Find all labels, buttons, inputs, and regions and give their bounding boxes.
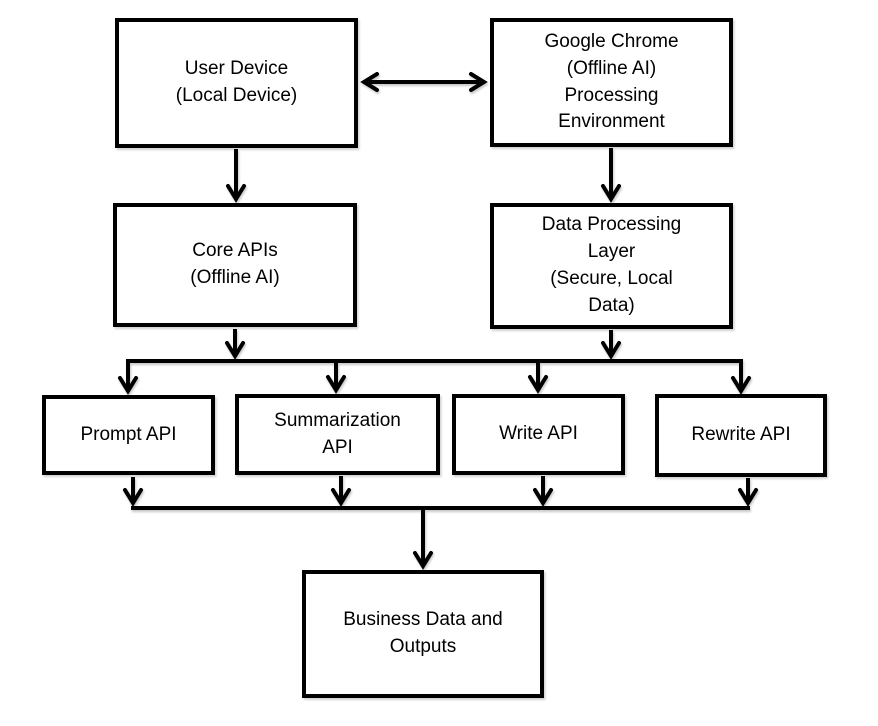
node-summarization-api: Summarization API xyxy=(235,394,440,475)
node-rewrite-api: Rewrite API xyxy=(655,394,827,477)
node-data-processing-layer: Data Processing Layer (Secure, Local Dat… xyxy=(490,203,733,329)
node-user-device: User Device (Local Device) xyxy=(115,18,358,148)
node-prompt-api: Prompt API xyxy=(42,395,215,475)
node-google-chrome-environment: Google Chrome (Offline AI) Processing En… xyxy=(490,18,733,147)
node-business-data-outputs: Business Data and Outputs xyxy=(302,570,544,698)
node-core-apis: Core APIs (Offline AI) xyxy=(113,203,357,327)
node-write-api: Write API xyxy=(452,394,625,475)
